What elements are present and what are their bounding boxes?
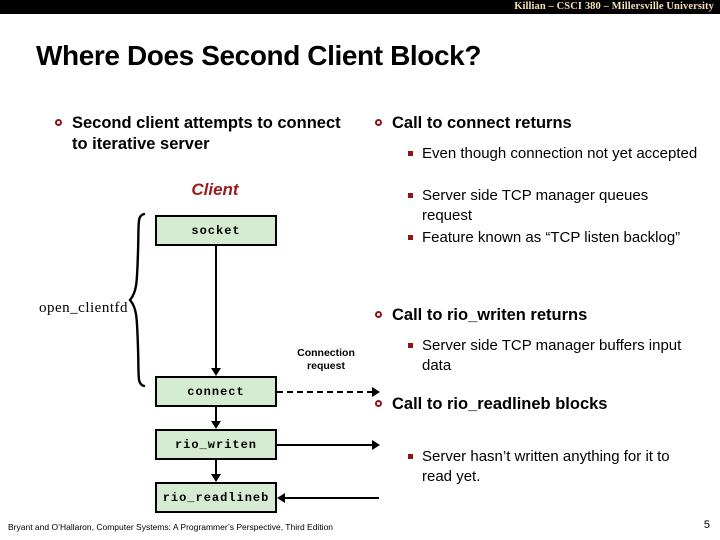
flow-edge-writen-to-readlineb bbox=[215, 460, 217, 474]
square-bullet-icon bbox=[408, 235, 413, 240]
arrowhead-left-icon bbox=[277, 493, 285, 503]
left-bullet-label: Second client attempts to connect to ite… bbox=[72, 114, 341, 153]
flow-edge-connection-request bbox=[277, 391, 373, 393]
right-bullet-label: Call to connect returns bbox=[392, 114, 572, 132]
ring-bullet-icon bbox=[375, 119, 382, 126]
right-bullet-writen-returns: Call to rio_writen returns bbox=[375, 305, 695, 326]
right-subbullet-item: Even though connection not yet accepted bbox=[408, 144, 698, 164]
right-subbullet-label: Server side TCP manager buffers input da… bbox=[422, 337, 682, 374]
right-subbullet-label: Even though connection not yet accepted bbox=[422, 145, 698, 162]
open-clientfd-brace-icon bbox=[128, 212, 148, 388]
ring-bullet-icon bbox=[375, 311, 382, 318]
top-banner bbox=[0, 0, 720, 14]
flow-edge-readlineb-in bbox=[285, 497, 379, 499]
square-bullet-icon bbox=[408, 343, 413, 348]
right-subbullet-item: Feature known as “TCP listen backlog” bbox=[408, 228, 698, 248]
right-subbullet-label: Feature known as “TCP listen backlog” bbox=[422, 229, 681, 246]
arrowhead-right-icon bbox=[372, 387, 380, 397]
right-bullet-readlineb-blocks: Call to rio_readlineb blocks bbox=[375, 394, 675, 415]
square-bullet-icon bbox=[408, 151, 413, 156]
right-subbullet-item: Server side TCP manager queues request bbox=[408, 186, 698, 226]
right-bullet-connect-returns: Call to connect returns bbox=[375, 113, 695, 134]
right-subbullet-item: Server side TCP manager buffers input da… bbox=[408, 336, 698, 376]
flow-edge-writen-out bbox=[277, 444, 373, 446]
flow-node-rio-writen: rio_writen bbox=[155, 429, 277, 460]
arrowhead-down-icon bbox=[211, 368, 221, 376]
flow-node-socket: socket bbox=[155, 215, 277, 246]
course-header-text: Killian – CSCI 380 – Millersville Univer… bbox=[514, 1, 714, 12]
client-diagram-label: Client bbox=[191, 180, 239, 199]
right-subbullet-label: Server side TCP manager queues request bbox=[422, 187, 649, 224]
flow-edge-socket-to-connect bbox=[215, 246, 217, 368]
ring-bullet-icon bbox=[55, 119, 62, 126]
page-title: Where Does Second Client Block? bbox=[36, 40, 482, 71]
flow-edge-connect-to-writen bbox=[215, 407, 217, 421]
ring-bullet-icon bbox=[375, 400, 382, 407]
footer-page-number: 5 bbox=[703, 519, 710, 531]
left-bullet-item: Second client attempts to connect to ite… bbox=[55, 113, 355, 155]
right-bullet-label: Call to rio_writen returns bbox=[392, 306, 588, 324]
flow-node-connect: connect bbox=[155, 376, 277, 407]
connection-request-label: Connection request bbox=[297, 347, 355, 372]
right-subbullet-label: Server hasn’t written anything for it to… bbox=[422, 448, 670, 485]
right-bullet-label: Call to rio_readlineb blocks bbox=[392, 395, 608, 413]
flow-node-rio-readlineb: rio_readlineb bbox=[155, 482, 277, 513]
arrowhead-down-icon bbox=[211, 421, 221, 429]
arrowhead-right-icon bbox=[372, 440, 380, 450]
footer-credit: Bryant and O’Hallaron, Computer Systems:… bbox=[8, 522, 334, 532]
open-clientfd-label: open_clientfd bbox=[39, 300, 128, 316]
arrowhead-down-icon bbox=[211, 474, 221, 482]
right-subbullet-item: Server hasn’t written anything for it to… bbox=[408, 447, 698, 487]
square-bullet-icon bbox=[408, 193, 413, 198]
square-bullet-icon bbox=[408, 454, 413, 459]
